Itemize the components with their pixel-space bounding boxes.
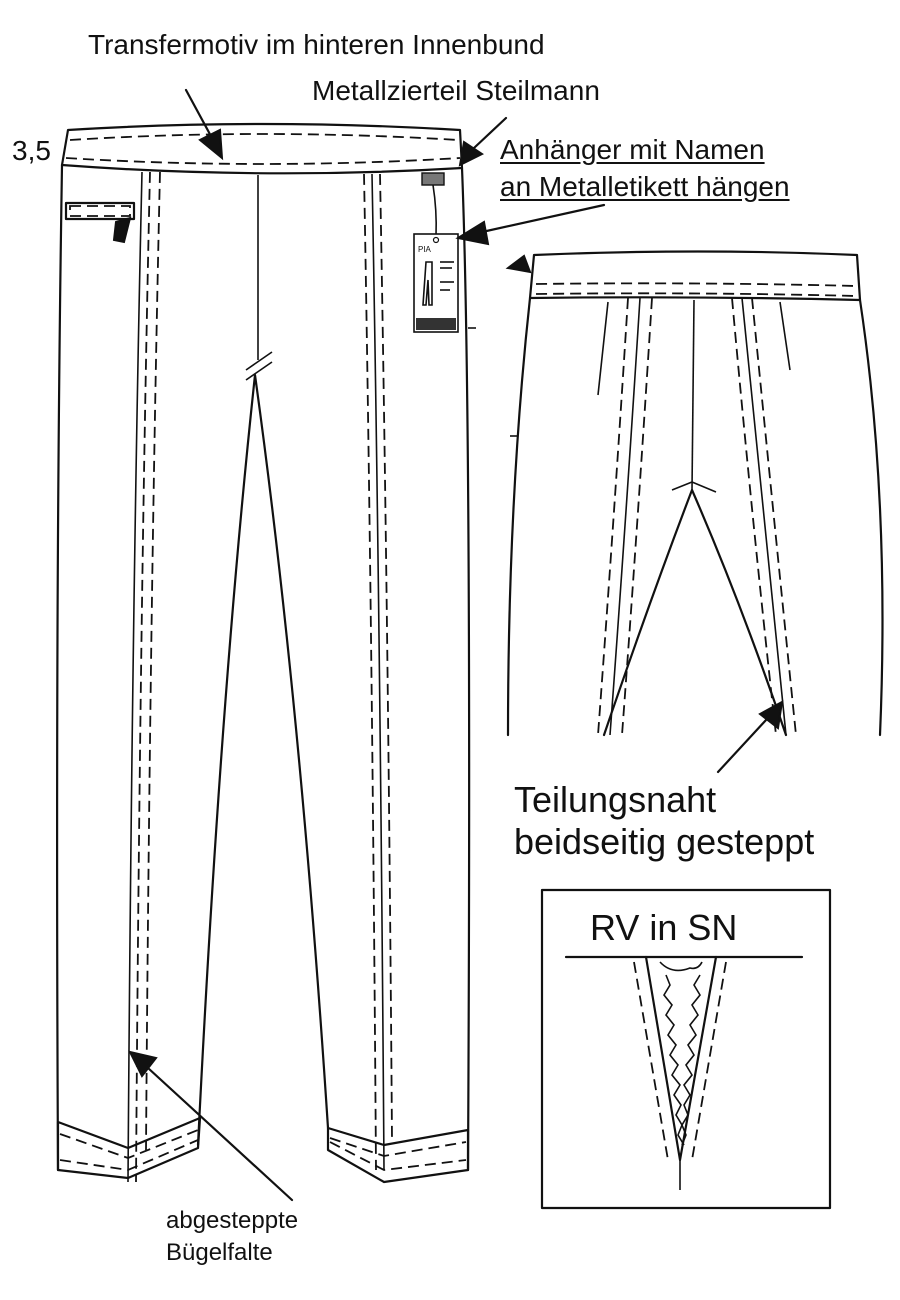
- label-transfer-motif: Transfermotiv im hinteren Innenbund: [88, 29, 545, 60]
- back-view-trousers: [506, 250, 884, 737]
- hangtag-assembly: PIA: [413, 172, 459, 333]
- hangtag-brand: PIA: [418, 245, 432, 254]
- zipper-detail: [540, 888, 832, 1210]
- front-inseam: [196, 373, 330, 1147]
- back-left-side: [506, 296, 532, 737]
- arrow-panel-seam: [758, 700, 784, 730]
- label-seam-line2: beidseitig gesteppt: [514, 821, 815, 862]
- arrow-metal-part: [458, 140, 484, 167]
- front-welt-pocket: [64, 201, 136, 221]
- label-crease-line2: Bügelfalte: [166, 1239, 273, 1266]
- back-centre-seam: [691, 299, 695, 491]
- arrow-transfer-motif: [198, 128, 224, 161]
- label-waistband-width: 3,5: [12, 135, 51, 166]
- arrow-hangtag: [455, 220, 490, 246]
- pocket-bartack: [112, 216, 132, 244]
- label-seam-line1: Teilungsnaht: [514, 779, 717, 820]
- label-crease-line1: abgesteppte: [166, 1207, 299, 1234]
- front-left-hem-cuff: [56, 1116, 202, 1180]
- arrow-crease: [128, 1050, 158, 1078]
- label-metal-part: Metallzierteil Steilmann: [312, 75, 600, 106]
- hangtag-card: [413, 233, 459, 333]
- back-right-side: [858, 298, 884, 737]
- detail-frame: [540, 888, 832, 1210]
- front-right-hem-cuff: [326, 1126, 470, 1184]
- pointer-arrows: [128, 88, 784, 1202]
- front-left-outseam: [56, 163, 64, 1172]
- metal-badge: [421, 172, 445, 186]
- front-view-trousers: [56, 122, 476, 1184]
- front-waistband: [60, 122, 464, 175]
- front-right-outseam: [460, 166, 471, 1172]
- arrow-back-waist: [505, 254, 532, 274]
- label-zipper: RV in SN: [590, 907, 738, 948]
- label-hangtag-line2: an Metalletikett hängen: [500, 171, 790, 202]
- label-hangtag-line1: Anhänger mit Namen: [500, 134, 765, 165]
